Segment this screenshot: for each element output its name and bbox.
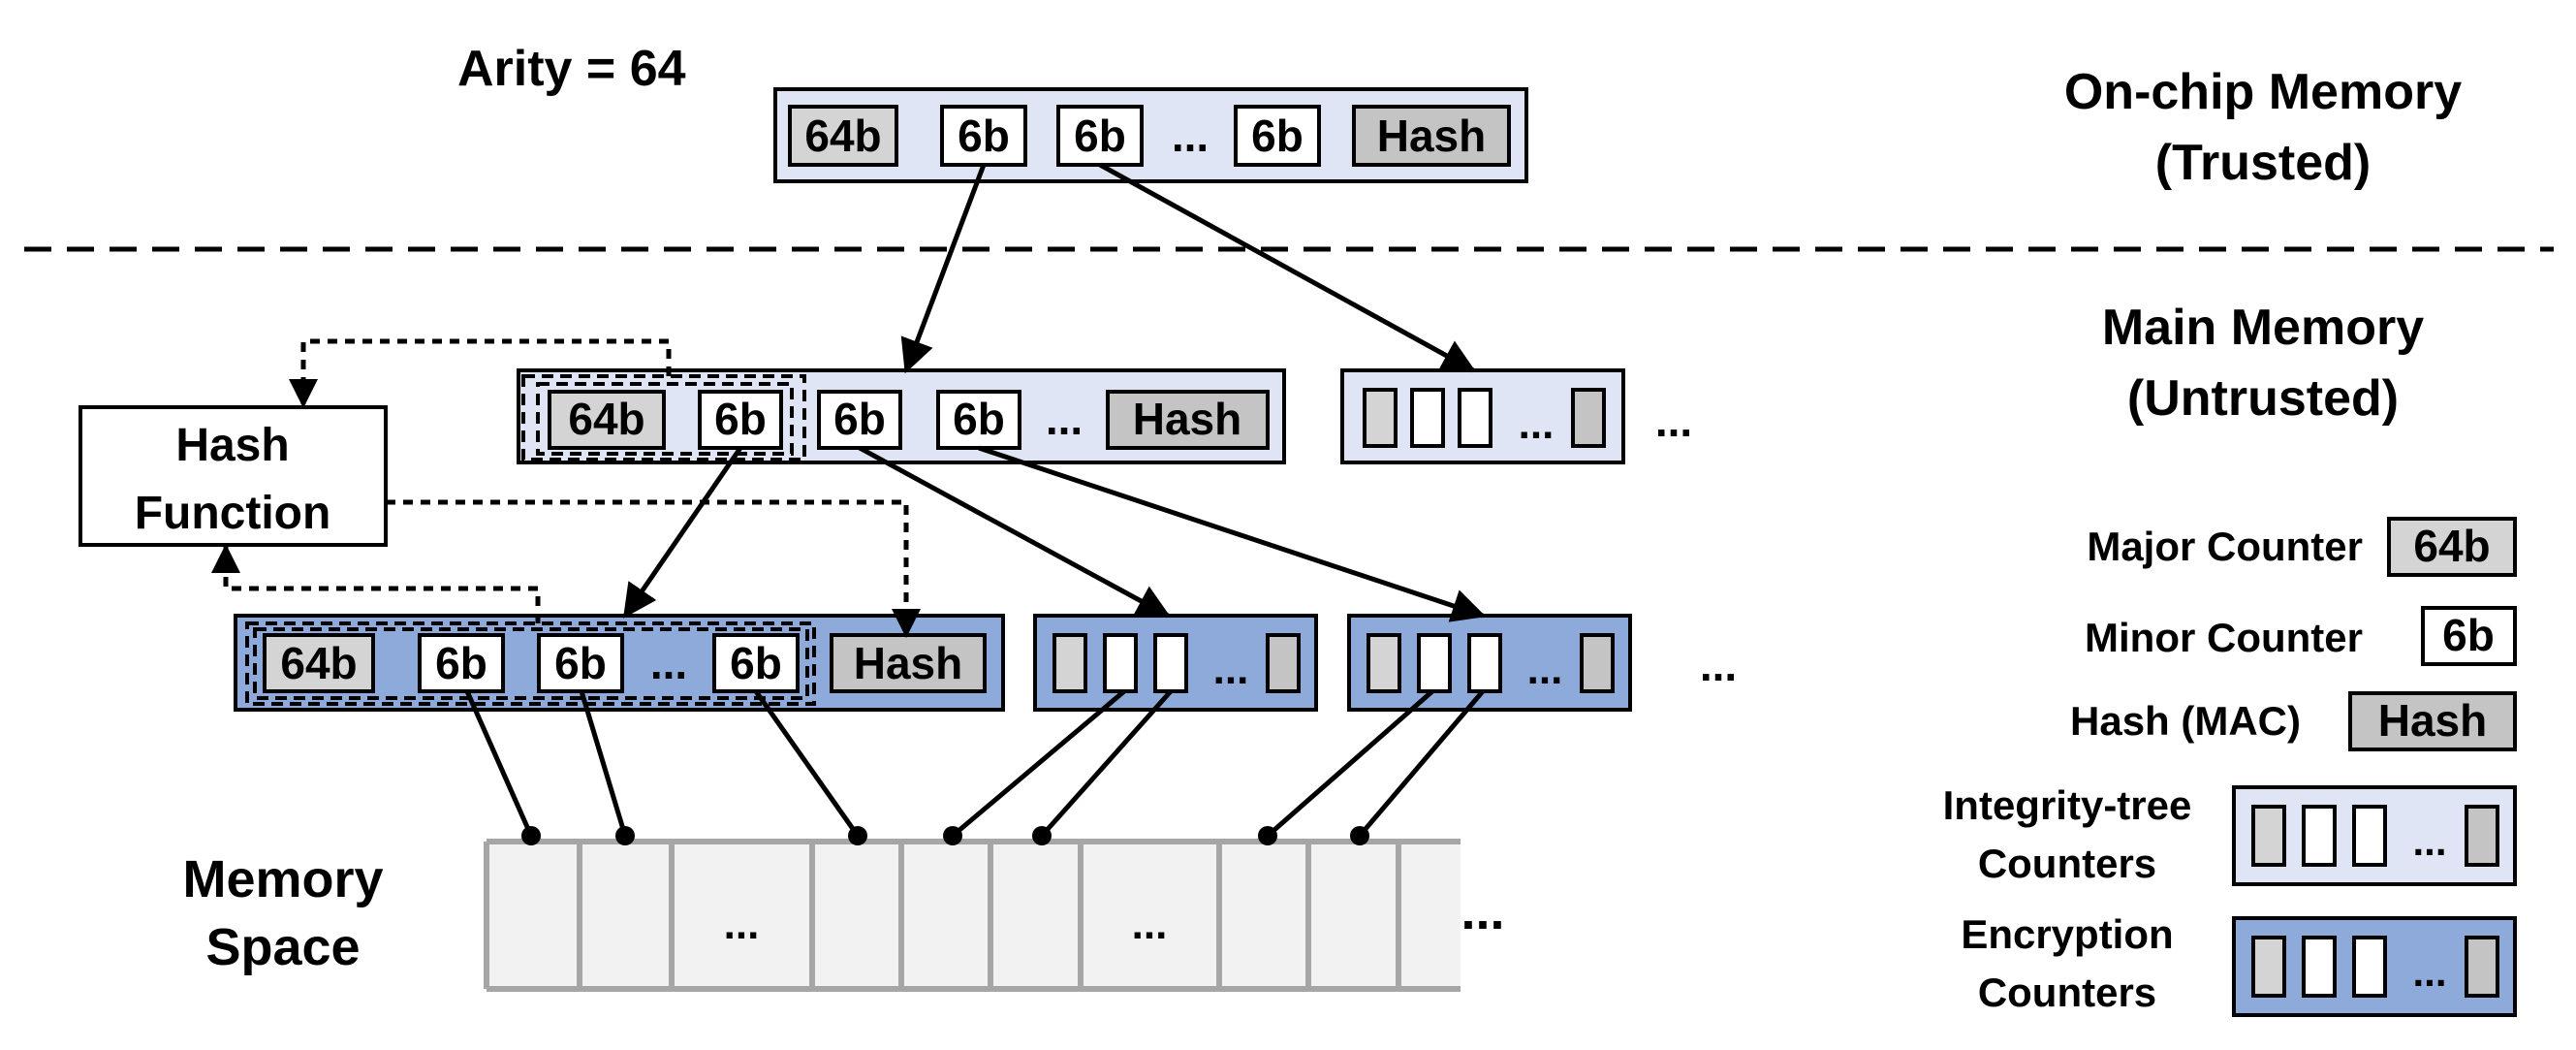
minor-counter <box>537 633 624 693</box>
svg-text:6b: 6b <box>833 394 886 444</box>
svg-text:6b: 6b <box>730 638 782 688</box>
ellipsis: ... <box>1213 646 1249 693</box>
memory-space-label-2: Space <box>205 918 360 976</box>
svg-text:Hash: Hash <box>1133 394 1241 444</box>
svg-text:Function: Function <box>135 488 331 539</box>
svg-text:6b: 6b <box>1074 111 1126 161</box>
ellipsis: ... <box>1700 640 1737 690</box>
minor-counter <box>817 390 902 450</box>
encryption-counter-block-3: ... <box>1347 614 1632 712</box>
svg-text:6b: 6b <box>1251 111 1304 161</box>
legend-integrity-swatch: ... <box>2232 785 2517 886</box>
ellipsis: ... <box>724 901 760 948</box>
onchip-memory-label: On-chip Memory <box>2064 64 2462 120</box>
encryption-counter-block-2: ... <box>1033 614 1318 712</box>
svg-text:6b: 6b <box>958 111 1010 161</box>
hash-field <box>830 633 987 693</box>
legend-encryption-swatch: ... <box>2232 916 2517 1017</box>
trusted-label: (Trusted) <box>2155 135 2371 191</box>
hash-input-group <box>245 621 816 706</box>
svg-text:Hash: Hash <box>854 638 962 688</box>
ellipsis: ... <box>1132 901 1168 948</box>
svg-text:6b: 6b <box>2442 610 2495 660</box>
ellipsis: ... <box>1046 394 1083 444</box>
legend-major-label: Major Counter <box>2087 524 2363 569</box>
minor-counter <box>1234 105 1321 167</box>
hash-field <box>1106 390 1270 450</box>
memory-space-label: Memory <box>182 850 383 908</box>
major-counter <box>548 390 666 450</box>
ellipsis: ... <box>1172 111 1209 161</box>
ellipsis: ... <box>1519 400 1555 448</box>
svg-text:6b: 6b <box>435 638 487 688</box>
ellipsis: ... <box>1461 882 1504 940</box>
minor-counter <box>712 633 800 693</box>
tree-node-sibling: ... <box>1340 368 1625 464</box>
svg-text:64b: 64b <box>568 394 644 444</box>
ellipsis: ... <box>1655 396 1692 446</box>
svg-text:6b: 6b <box>953 394 1005 444</box>
hash-function-box: Hash Function <box>79 405 388 547</box>
legend-integrity-label-2: Counters <box>1978 841 2156 886</box>
svg-text:6b: 6b <box>714 394 767 444</box>
root-node: 64b 6b 6b ... 6b Hash <box>773 87 1528 183</box>
svg-text:...: ... <box>2412 949 2446 995</box>
hash-flow-arrows <box>211 338 921 638</box>
tree-node-level2: 64b 6b 6b 6b ... Hash <box>517 368 1286 464</box>
memory-connectors <box>464 689 1485 845</box>
ellipsis: ... <box>650 638 687 688</box>
legend-hash-label: Hash (MAC) <box>2070 698 2301 744</box>
minor-counter <box>936 390 1021 450</box>
legend-minor-swatch <box>2421 606 2517 666</box>
tree-arrows <box>622 162 1487 622</box>
legend-major-swatch <box>2387 517 2517 577</box>
legend-encryption-label: Encryption <box>1961 911 2173 957</box>
minor-counter <box>418 633 505 693</box>
legend-hash-swatch <box>2348 691 2517 751</box>
legend-integrity-label: Integrity-tree <box>1943 782 2192 828</box>
svg-text:Hash: Hash <box>2378 695 2487 746</box>
hash-field <box>1352 105 1511 167</box>
main-memory-label: Main Memory <box>2102 300 2424 356</box>
untrusted-label: (Untrusted) <box>2127 370 2399 427</box>
encryption-counter-block: 64b 6b 6b ... 6b Hash <box>234 614 1005 712</box>
arity-label: Arity = 64 <box>457 41 686 97</box>
legend-minor-label: Minor Counter <box>2085 615 2363 660</box>
hash-input-group <box>521 374 806 461</box>
major-counter <box>788 105 898 167</box>
minor-counter <box>940 105 1027 167</box>
svg-text:Hash: Hash <box>1377 111 1486 161</box>
svg-text:64b: 64b <box>804 111 881 161</box>
legend-encryption-label-2: Counters <box>1978 970 2156 1015</box>
memory-space: ... ... <box>484 839 1461 992</box>
svg-text:64b: 64b <box>280 638 357 688</box>
svg-text:64b: 64b <box>2413 521 2490 571</box>
ellipsis: ... <box>1527 646 1563 693</box>
legend: Major Counter 64b Minor Counter 6b Hash … <box>1943 517 2517 1017</box>
major-counter <box>263 633 375 693</box>
svg-text:...: ... <box>2412 818 2446 864</box>
svg-text:Hash: Hash <box>175 420 289 471</box>
svg-text:6b: 6b <box>554 638 607 688</box>
